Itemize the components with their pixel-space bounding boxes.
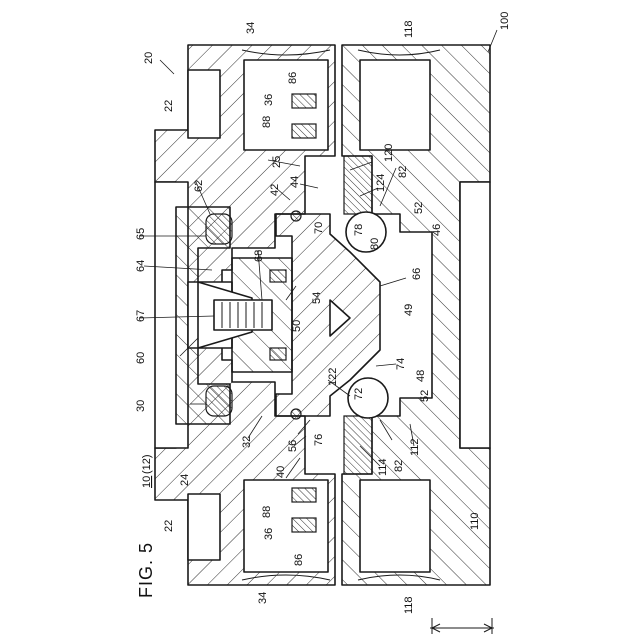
label-44: 44 — [289, 176, 301, 188]
label-54: 54 — [311, 292, 323, 304]
pocket-22-bottom — [188, 494, 220, 560]
label-65: 65 — [135, 228, 147, 240]
label-78: 78 — [353, 224, 365, 236]
label-122: 122 — [327, 368, 339, 386]
label-82-top: 82 — [397, 166, 409, 178]
label-24: 24 — [179, 474, 191, 486]
flange-cavity-top — [242, 50, 330, 150]
label-74: 74 — [395, 358, 407, 370]
label-62: 62 — [193, 180, 205, 192]
label-36-bottom: 36 — [263, 528, 275, 540]
label-100: 100 — [499, 12, 511, 30]
label-76: 76 — [313, 434, 325, 446]
label-30: 30 — [135, 400, 147, 412]
label-118-bottom: 118 — [403, 596, 415, 614]
label-60: 60 — [135, 352, 147, 364]
label-72: 72 — [353, 388, 365, 400]
label-124: 124 — [375, 174, 387, 192]
label-70: 70 — [313, 222, 325, 234]
label-82-bottom: 82 — [393, 460, 405, 472]
label-25: 25 — [271, 156, 283, 168]
label-66: 66 — [411, 268, 423, 280]
label-34-top: 34 — [245, 22, 257, 34]
label-22-top: 22 — [163, 100, 175, 112]
label-80: 80 — [369, 238, 381, 250]
label-12: (12) — [141, 454, 153, 474]
label-49: 49 — [403, 304, 415, 316]
label-42: 42 — [269, 184, 281, 196]
label-32: 32 — [241, 436, 253, 448]
label-68: 68 — [253, 250, 265, 262]
label-110: 110 — [469, 512, 481, 530]
label-20: 20 — [143, 52, 155, 64]
flange-cavity-bottom — [242, 480, 330, 580]
label-52-top: 52 — [413, 202, 425, 214]
label-86-top: 86 — [287, 72, 299, 84]
label-56: 56 — [287, 440, 299, 452]
label-10: 10 — [141, 476, 153, 488]
label-112: 112 — [409, 438, 421, 456]
label-114: 114 — [377, 458, 389, 476]
label-88-bottom: 88 — [261, 506, 273, 518]
pocket-22-top — [188, 70, 220, 138]
label-48: 48 — [415, 370, 427, 382]
label-34-bottom: 34 — [257, 592, 269, 604]
stroke-arrow — [430, 618, 494, 634]
bolt-67 — [214, 300, 272, 330]
label-86-bottom: 86 — [293, 554, 305, 566]
label-64: 64 — [135, 260, 147, 272]
label-52-bottom: 52 — [419, 390, 431, 402]
label-22-bottom: 22 — [163, 520, 175, 532]
label-88-top: 88 — [261, 116, 273, 128]
label-120: 120 — [383, 144, 395, 162]
label-46: 46 — [431, 224, 443, 236]
label-50: 50 — [291, 320, 303, 332]
figure-title: FIG. 5 — [136, 542, 156, 598]
label-36-top: 36 — [263, 94, 275, 106]
label-40: 40 — [275, 466, 287, 478]
label-118-top: 118 — [403, 20, 415, 38]
label-67: 67 — [135, 310, 147, 322]
